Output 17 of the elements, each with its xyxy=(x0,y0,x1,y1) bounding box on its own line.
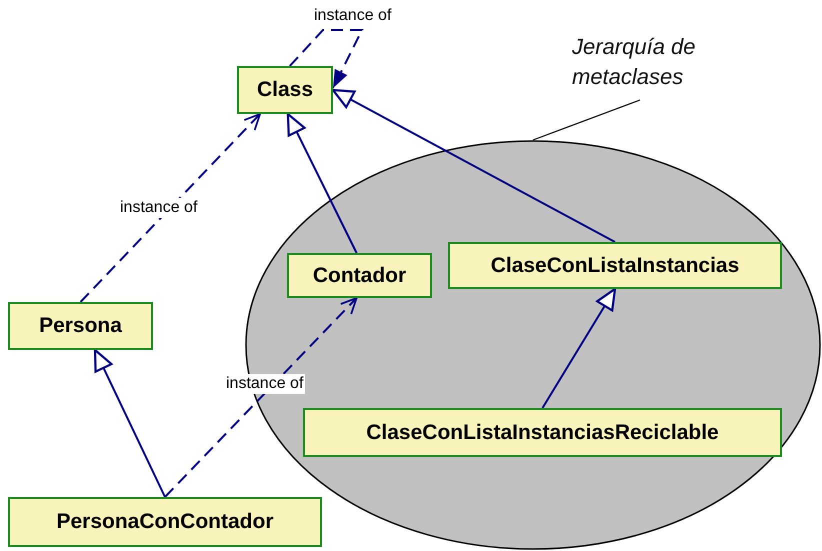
dependency-arrow xyxy=(80,113,261,303)
generalization-arrow xyxy=(286,112,358,254)
generalization-arrow xyxy=(332,88,616,243)
leader-line xyxy=(532,99,640,141)
edge-label: instance of xyxy=(118,198,200,218)
class-box: Class xyxy=(237,66,333,114)
generalization-arrow xyxy=(542,288,616,409)
generalization-arrow xyxy=(94,348,166,498)
class-box: Persona xyxy=(8,302,153,350)
class-box: ClaseConListaInstanciasReciclable xyxy=(303,408,782,457)
edge-label: instance of xyxy=(224,374,306,394)
class-box: ClaseConListaInstancias xyxy=(448,242,782,289)
class-box: PersonaConContador xyxy=(8,497,322,547)
class-box: Contador xyxy=(287,253,432,298)
dependency-arrow xyxy=(289,29,364,89)
annotation-text: Jerarquía de metaclases xyxy=(572,32,742,100)
dependency-arrow xyxy=(164,297,358,498)
